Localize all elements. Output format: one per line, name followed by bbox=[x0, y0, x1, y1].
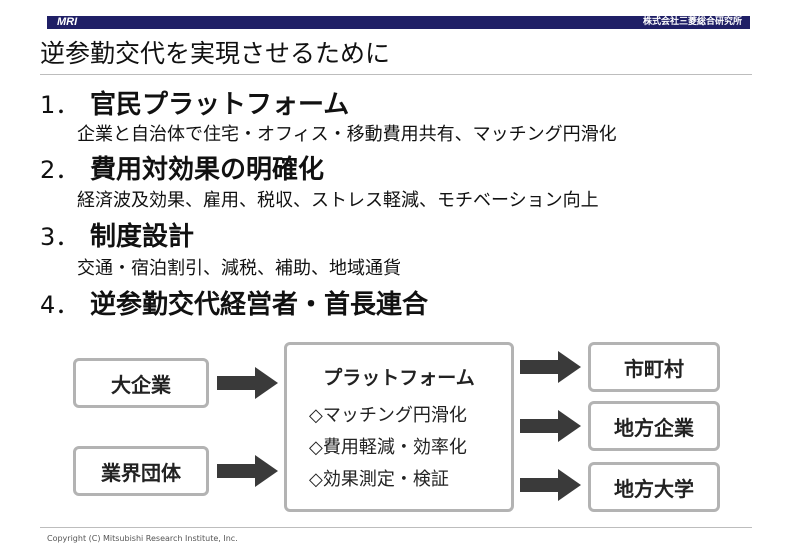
arrow-right-icon bbox=[520, 351, 581, 383]
header-bar: MRI 株式会社三菱総合研究所 bbox=[47, 16, 750, 29]
item-3-number: 3． bbox=[40, 223, 80, 251]
title-divider bbox=[40, 74, 752, 75]
item-1-heading: 1． 官民プラットフォーム bbox=[40, 84, 349, 121]
copyright: Copyright (C) Mitsubishi Research Instit… bbox=[47, 534, 238, 543]
item-2-heading: 2． 費用対効果の明確化 bbox=[40, 149, 324, 186]
item-3-heading: 3． 制度設計 bbox=[40, 216, 194, 253]
platform-item-matching: ◇マッチング円滑化 bbox=[309, 405, 467, 426]
item-2-number: 2． bbox=[40, 156, 80, 184]
company-name: 株式会社三菱総合研究所 bbox=[642, 17, 742, 27]
platform-item-cost: ◇費用軽減・効率化 bbox=[309, 437, 467, 458]
item-1-number: 1． bbox=[40, 91, 80, 119]
item-3-description: 交通・宿泊割引、減税、補助、地域通貨 bbox=[77, 258, 401, 279]
platform-box: プラットフォーム ◇マッチング円滑化 ◇費用軽減・効率化 ◇効果測定・検証 bbox=[284, 342, 514, 512]
box-industry-groups: 業界団体 bbox=[73, 446, 209, 496]
box-regional-companies: 地方企業 bbox=[588, 401, 720, 451]
mri-logo: MRI bbox=[57, 16, 78, 28]
arrow-right-icon bbox=[217, 455, 278, 487]
item-4-heading: 4． 逆参勤交代経営者・首長連合 bbox=[40, 284, 428, 321]
platform-title: プラットフォーム bbox=[323, 367, 475, 389]
arrow-right-icon bbox=[520, 469, 581, 501]
footer-divider bbox=[40, 527, 752, 528]
item-1-title: 官民プラットフォーム bbox=[90, 90, 350, 120]
box-municipalities: 市町村 bbox=[588, 342, 720, 392]
item-4-title: 逆参勤交代経営者・首長連合 bbox=[90, 290, 429, 320]
item-2-description: 経済波及効果、雇用、税収、ストレス軽減、モチベーション向上 bbox=[77, 190, 599, 211]
item-1-description: 企業と自治体で住宅・オフィス・移動費用共有、マッチング円滑化 bbox=[77, 124, 617, 145]
item-2-title: 費用対効果の明確化 bbox=[90, 155, 325, 185]
platform-item-measurement: ◇効果測定・検証 bbox=[309, 469, 449, 490]
arrow-right-icon bbox=[520, 410, 581, 442]
arrow-right-icon bbox=[217, 367, 278, 399]
item-3-title: 制度設計 bbox=[90, 222, 195, 252]
item-4-number: 4． bbox=[40, 291, 80, 319]
slide-title: 逆参勤交代を実現させるために bbox=[40, 39, 391, 68]
box-regional-universities: 地方大学 bbox=[588, 462, 720, 512]
box-large-companies: 大企業 bbox=[73, 358, 209, 408]
